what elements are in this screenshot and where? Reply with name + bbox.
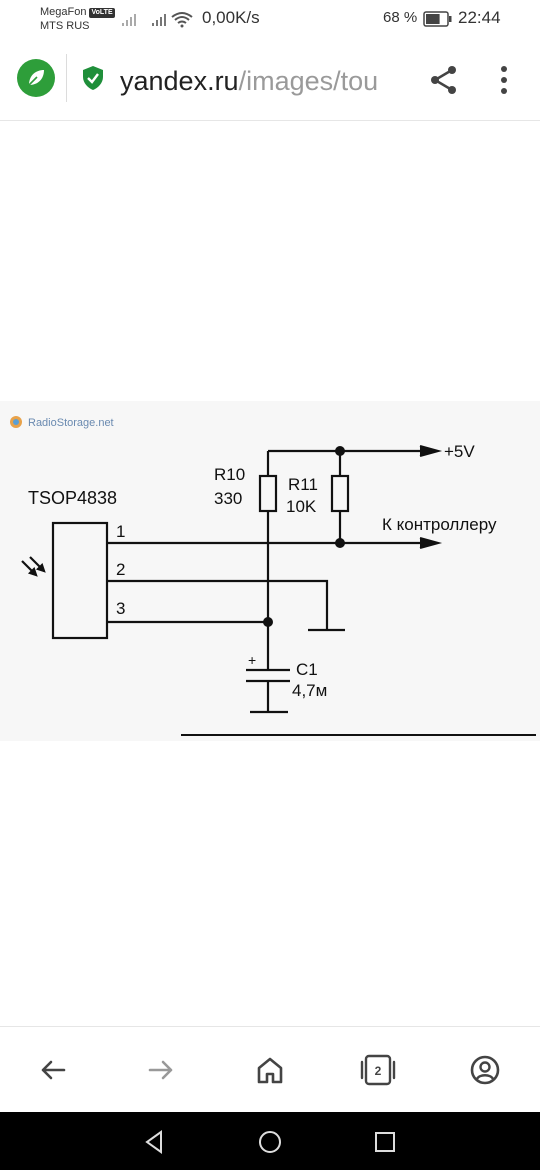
status-icons (120, 10, 200, 35)
output-label: К контроллеру (382, 515, 497, 534)
resistor-r10 (258, 474, 278, 513)
pin-3-label: 3 (116, 599, 125, 618)
carrier-name-1: MegaFon (40, 6, 87, 18)
url-domain: yandex.ru (120, 66, 239, 96)
tabs-count: 2 (375, 1064, 382, 1078)
url-field[interactable]: yandex.ru/images/tou (120, 64, 412, 98)
ir-arrows-icon (21, 556, 46, 577)
profile-icon[interactable] (468, 1053, 502, 1087)
r11-value-label: 10K (286, 497, 317, 516)
signal-2-icon (152, 14, 166, 26)
supply-arrow (419, 444, 443, 458)
battery-icon (423, 11, 453, 32)
tsop-chip-body (51, 521, 109, 640)
browser-logo-icon[interactable] (17, 59, 55, 97)
chip-label: TSOP4838 (28, 488, 117, 508)
circuit-diagram: RadioStorage.net TSOP4838 1 2 3 R10 330 … (10, 416, 536, 736)
watermark-logo-icon (10, 416, 22, 428)
browser-address-bar: yandex.ru/images/tou (0, 40, 540, 121)
volte-badge: VoLTE (89, 8, 115, 18)
wifi-icon (171, 12, 193, 28)
tabs-icon[interactable]: 2 (360, 1053, 396, 1087)
home-icon[interactable] (253, 1053, 287, 1087)
browser-bottom-nav: 2 (0, 1026, 540, 1112)
divider (66, 54, 67, 102)
clock: 22:44 (458, 8, 501, 27)
forward-arrow-icon[interactable] (144, 1053, 178, 1087)
net-speed: 0,00K/s (202, 8, 260, 27)
c1-value-label: 4,7м (292, 681, 327, 700)
junction-dots (263, 446, 345, 627)
r11-name-label: R11 (288, 475, 318, 494)
share-icon[interactable] (428, 64, 460, 96)
c1-name-label: C1 (296, 660, 318, 679)
back-arrow-icon[interactable] (36, 1053, 70, 1087)
supply-label: +5V (444, 442, 475, 461)
page-content: RadioStorage.net TSOP4838 1 2 3 R10 330 … (0, 121, 540, 1026)
pin-1-label: 1 (116, 522, 125, 541)
output-arrow (419, 536, 443, 550)
signal-1-icon (122, 14, 136, 26)
system-nav-bar (0, 1112, 540, 1170)
watermark-text: RadioStorage.net (28, 417, 114, 429)
system-home-icon[interactable] (256, 1128, 284, 1156)
system-recents-icon[interactable] (371, 1128, 399, 1156)
r10-name-label: R10 (214, 465, 245, 484)
r10-value-label: 330 (214, 489, 242, 508)
system-back-icon[interactable] (141, 1128, 169, 1156)
pin-2-label: 2 (116, 560, 125, 579)
schematic-image[interactable]: RadioStorage.net TSOP4838 1 2 3 R10 330 … (0, 401, 540, 741)
cap-plus-label: + (248, 652, 256, 668)
carrier-name-2: MTS RUS (40, 20, 90, 32)
battery-percent: 68 % (383, 9, 418, 26)
wire-pin2-ground (107, 579, 329, 630)
resistor-r11 (330, 474, 350, 513)
secure-shield-icon[interactable] (81, 65, 105, 96)
url-path: /images/tou (238, 66, 379, 96)
more-menu-icon[interactable] (490, 64, 518, 96)
